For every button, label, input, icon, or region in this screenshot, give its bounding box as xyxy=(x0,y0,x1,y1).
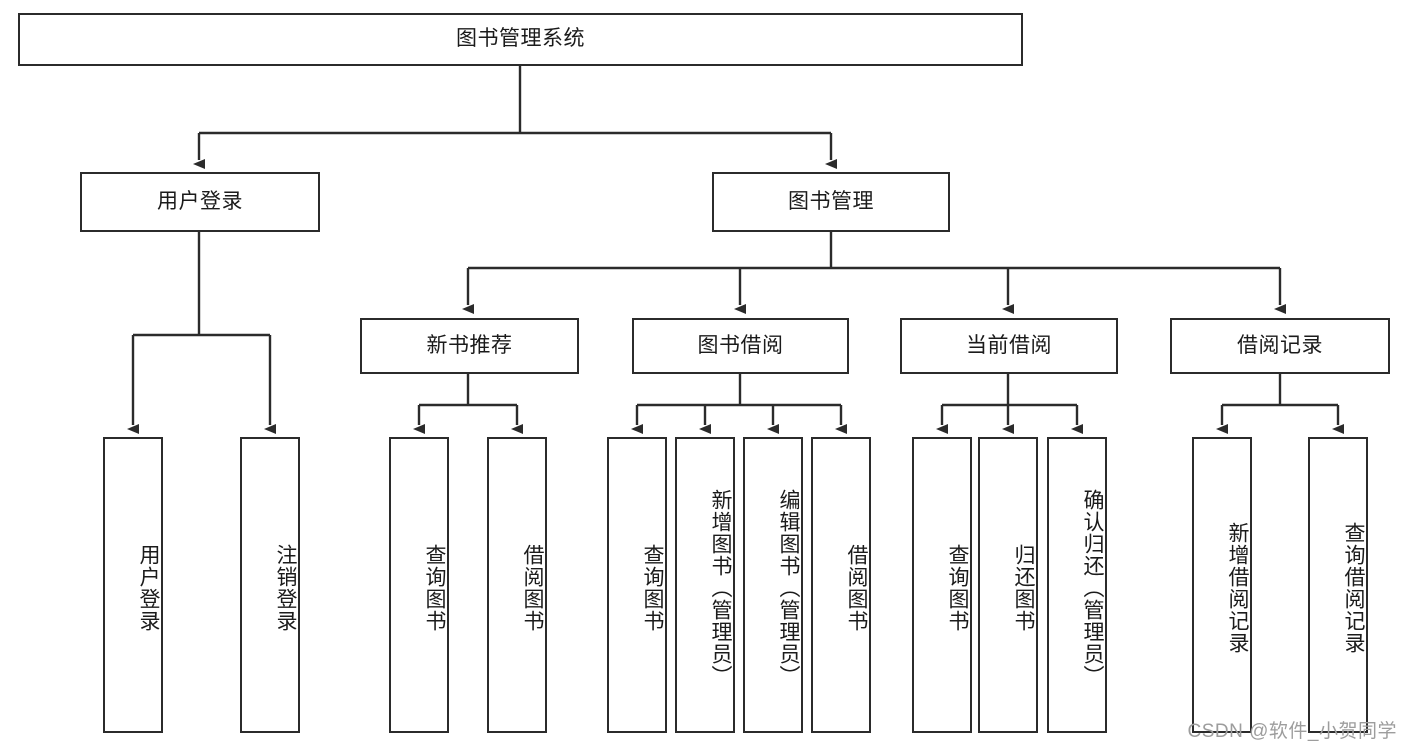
leaf-record-query-record[interactable]: 查询借阅记录 xyxy=(1308,437,1368,733)
leaf-recommend-query-book[interactable]: 查询图书 xyxy=(389,437,449,733)
watermark-text: CSDN @软件_小贺同学 xyxy=(1187,721,1397,742)
node-book-management[interactable]: 图书管理 xyxy=(712,172,950,232)
leaf-borrow-query-book[interactable]: 查询图书 xyxy=(607,437,667,733)
node-user-login[interactable]: 用户登录 xyxy=(80,172,320,232)
node-new-book-recommend[interactable]: 新书推荐 xyxy=(360,318,579,374)
node-current-borrow[interactable]: 当前借阅 xyxy=(900,318,1118,374)
leaf-borrow-edit-book-admin[interactable]: 编辑图书（管理员） xyxy=(743,437,803,733)
node-root-system[interactable]: 图书管理系统 xyxy=(18,13,1023,66)
leaf-user-login-logout[interactable]: 注销登录 xyxy=(240,437,300,733)
leaf-current-confirm-return-admin[interactable]: 确认归还（管理员） xyxy=(1047,437,1107,733)
node-book-borrow[interactable]: 图书借阅 xyxy=(632,318,849,374)
leaf-recommend-borrow-book[interactable]: 借阅图书 xyxy=(487,437,547,733)
node-borrow-record[interactable]: 借阅记录 xyxy=(1170,318,1390,374)
leaf-current-return-book[interactable]: 归还图书 xyxy=(978,437,1038,733)
leaf-borrow-borrow-book[interactable]: 借阅图书 xyxy=(811,437,871,733)
leaf-record-add-record[interactable]: 新增借阅记录 xyxy=(1192,437,1252,733)
leaf-borrow-add-book-admin[interactable]: 新增图书（管理员） xyxy=(675,437,735,733)
leaf-current-query-book[interactable]: 查询图书 xyxy=(912,437,972,733)
leaf-user-login-login[interactable]: 用户登录 xyxy=(103,437,163,733)
